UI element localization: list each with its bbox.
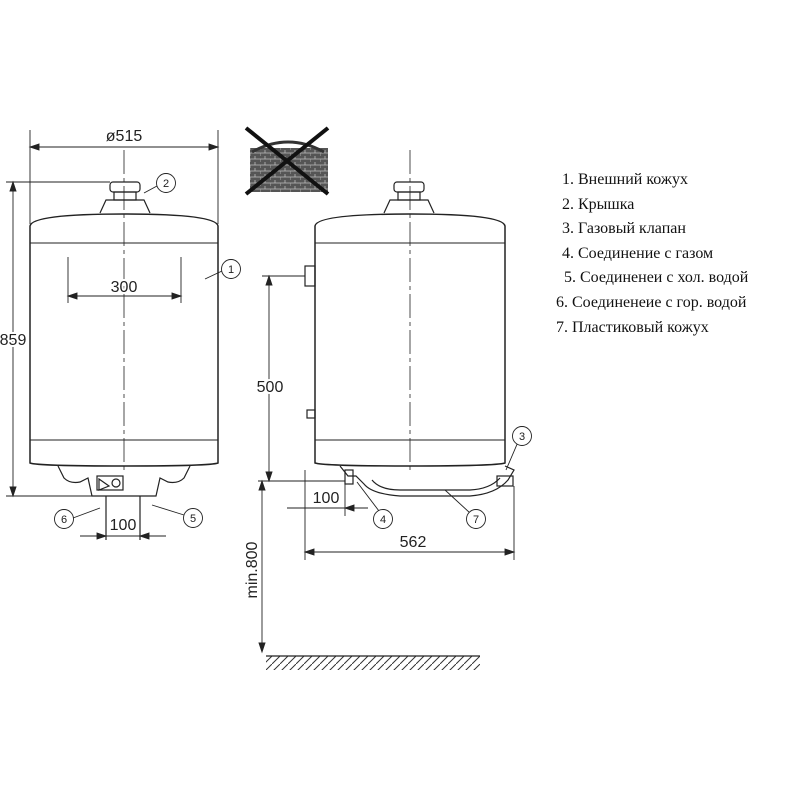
front-flue [99,181,151,214]
callout-5: 5 [190,513,196,525]
front-body [29,213,219,467]
callout-3: 3 [519,431,525,443]
side-body [314,213,506,467]
crossed-out-pictogram-icon [244,126,330,196]
legend-item: 4. Соединение с газом [562,244,714,262]
cold-water-pipe [306,409,316,419]
side-callout-numbers: 3 4 7 [380,431,525,526]
diameter-label: ø515 [106,128,143,145]
height-label: 859 [0,332,26,349]
front-dimensions [6,130,220,540]
side-dimension-labels: 500 100 562 min.800 [244,377,427,598]
callout-4: 4 [380,514,386,526]
callout-1: 1 [228,264,234,276]
front-base [57,465,191,540]
callout-6: 6 [61,514,67,526]
side-dimensions [258,274,516,654]
front-dimension-labels: ø515 859 300 100 [0,128,142,534]
connection-height-label: 500 [257,379,284,396]
callout-2: 2 [163,178,169,190]
legend-item: 7. Пластиковый кожух [556,318,709,336]
side-flue [383,181,435,214]
side-bottom-spacing-label: 100 [313,490,340,507]
min-clearance-label: min.800 [244,541,261,598]
front-bottom-spacing-label: 100 [110,517,137,534]
legend-item: 6. Соединенеие с гор. водой [556,293,747,311]
legend-item: 5. Соединенеи с хол. водой [564,269,749,287]
floor-hatch-icon [266,655,480,670]
parts-legend: 1. Внешний кожух 2. Крышка 3. Газовый кл… [556,168,748,340]
side-base [339,465,515,497]
callout-7: 7 [473,514,479,526]
depth-label: 562 [400,534,427,551]
front-view [29,150,219,540]
side-view [304,150,515,497]
side-callouts [356,426,532,529]
hot-water-pipe [304,265,316,287]
front-callouts [54,173,241,529]
legend-item: 1. Внешний кожух [562,171,688,188]
top-spacing-label: 300 [111,279,138,296]
legend-item: 2. Крышка [562,195,635,213]
legend-item: 3. Газовый клапан [562,220,686,238]
front-callout-numbers: 2 1 6 5 [61,178,234,526]
